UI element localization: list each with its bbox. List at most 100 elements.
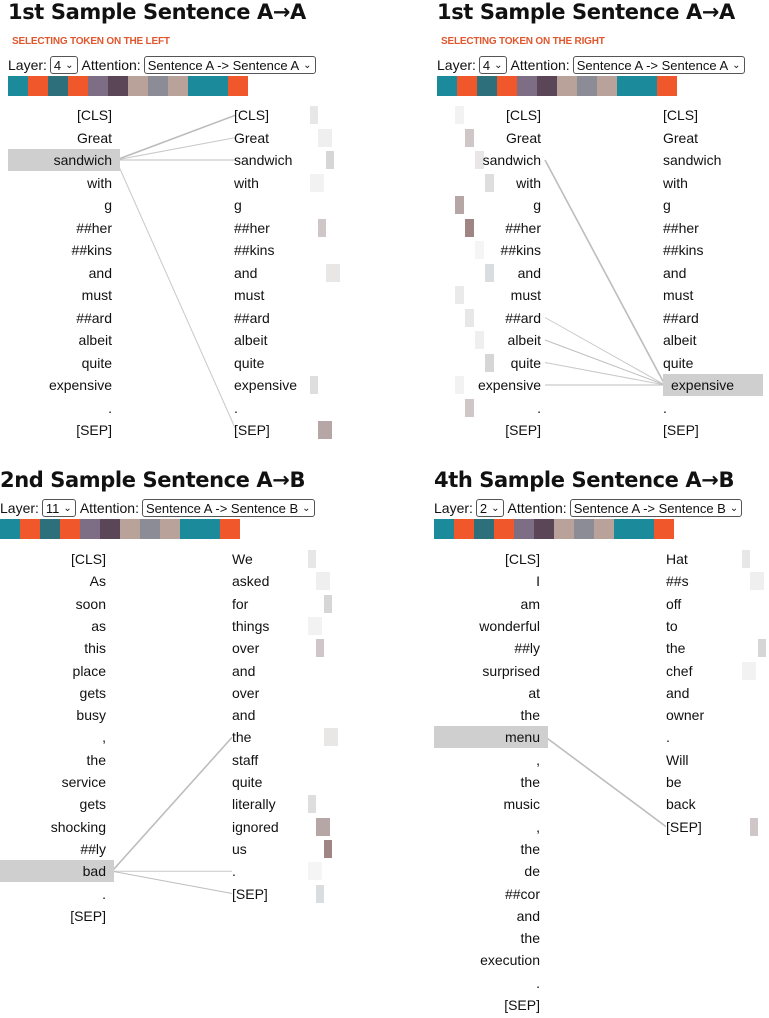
left-token[interactable]: music (503, 796, 540, 813)
left-token[interactable]: expensive (477, 377, 541, 393)
right-token[interactable]: us (232, 840, 247, 857)
head-swatch[interactable] (454, 519, 474, 539)
right-token[interactable]: must (234, 287, 265, 303)
layer-select[interactable]: 4⌄ (49, 56, 78, 74)
left-token[interactable]: g (104, 197, 112, 213)
left-token[interactable]: this (84, 640, 106, 657)
right-token[interactable]: and (234, 264, 258, 281)
right-token[interactable]: [CLS] (234, 107, 270, 123)
head-swatch[interactable] (8, 76, 28, 96)
left-token[interactable]: [CLS] (76, 107, 112, 123)
left-token[interactable]: ##her (505, 219, 541, 236)
head-swatch[interactable] (180, 519, 200, 539)
left-token[interactable]: [CLS] (505, 107, 541, 123)
left-token[interactable]: ##ard (76, 309, 112, 326)
left-token[interactable]: albeit (78, 332, 112, 348)
right-token[interactable]: the (666, 640, 686, 657)
head-swatch[interactable] (220, 519, 240, 539)
right-token[interactable]: . (666, 729, 670, 746)
left-token[interactable]: service (61, 774, 106, 790)
left-token[interactable]: ##kins (71, 242, 112, 258)
head-swatch[interactable] (128, 76, 148, 96)
left-token[interactable]: ##ard (505, 309, 541, 326)
left-token[interactable]: I (536, 573, 540, 590)
left-token[interactable]: Great (76, 129, 112, 146)
right-token[interactable]: for (232, 595, 249, 612)
head-swatch[interactable] (88, 76, 108, 96)
head-swatch[interactable] (594, 519, 614, 539)
head-swatch[interactable] (437, 76, 457, 96)
left-token[interactable]: must (510, 287, 541, 303)
right-token[interactable]: Will (666, 751, 689, 768)
left-token[interactable]: shocking (50, 818, 106, 835)
left-token[interactable]: the (520, 930, 540, 947)
right-token[interactable]: and (663, 264, 687, 281)
left-token[interactable]: ##ly (514, 640, 540, 657)
right-token[interactable]: [SEP] (234, 422, 270, 438)
left-token[interactable]: quite (81, 354, 112, 371)
right-token[interactable]: ##s (666, 573, 689, 590)
right-token[interactable]: ##her (234, 219, 270, 236)
left-token[interactable]: menu (434, 726, 548, 749)
head-swatch[interactable] (494, 519, 514, 539)
left-token[interactable]: [SEP] (70, 907, 106, 924)
left-token[interactable]: gets (79, 796, 106, 813)
head-swatch[interactable] (108, 76, 128, 96)
head-swatch[interactable] (60, 519, 80, 539)
head-swatch[interactable] (200, 519, 220, 539)
right-token[interactable]: asked (232, 573, 270, 590)
head-swatch[interactable] (48, 76, 68, 96)
left-token[interactable]: soon (75, 595, 106, 612)
head-swatch[interactable] (617, 76, 637, 96)
left-token[interactable]: [SEP] (505, 422, 541, 438)
left-token[interactable]: [SEP] (76, 422, 112, 438)
right-token[interactable]: over (232, 684, 260, 701)
right-token[interactable]: ##kins (234, 242, 275, 258)
left-token[interactable]: albeit (507, 332, 541, 348)
left-token[interactable]: [CLS] (70, 551, 106, 567)
right-token[interactable]: with (663, 174, 688, 191)
left-token[interactable]: sandwich (482, 152, 541, 168)
head-swatch[interactable] (168, 76, 188, 96)
right-token[interactable]: albeit (663, 332, 697, 348)
left-token[interactable]: ##her (76, 219, 112, 236)
left-token[interactable]: must (81, 287, 112, 303)
head-swatch[interactable] (0, 519, 20, 539)
head-swatch[interactable] (637, 76, 657, 96)
left-token[interactable]: the (520, 840, 540, 857)
left-token[interactable]: the (86, 751, 106, 768)
left-token[interactable]: quite (510, 354, 541, 371)
right-token[interactable]: chef (666, 662, 693, 679)
head-swatch[interactable] (148, 76, 168, 96)
left-token[interactable]: Great (505, 129, 541, 146)
right-token[interactable]: [SEP] (663, 422, 699, 438)
head-swatch[interactable] (434, 519, 454, 539)
right-token[interactable]: ##ard (663, 309, 699, 326)
right-token[interactable]: and (232, 707, 256, 724)
head-swatch[interactable] (514, 519, 534, 539)
right-token[interactable]: We (232, 551, 253, 567)
right-token[interactable]: quite (232, 774, 263, 790)
right-token[interactable]: over (232, 640, 260, 657)
left-token[interactable]: ##kins (500, 242, 541, 258)
left-token[interactable]: and (88, 264, 112, 281)
right-token[interactable]: sandwich (234, 152, 293, 168)
layer-select[interactable]: 2⌄ (475, 499, 504, 517)
left-token[interactable]: execution (480, 952, 540, 969)
head-swatch[interactable] (554, 519, 574, 539)
left-token[interactable]: bad (0, 860, 114, 883)
left-token[interactable]: am (520, 595, 540, 612)
head-swatch[interactable] (188, 76, 208, 96)
right-token[interactable]: Great (234, 129, 270, 146)
attention-select[interactable]: Sentence A -> Sentence B⌄ (569, 499, 743, 517)
head-swatch[interactable] (68, 76, 88, 96)
head-swatch[interactable] (634, 519, 654, 539)
head-swatch[interactable] (28, 76, 48, 96)
right-token[interactable]: g (234, 197, 242, 213)
right-token[interactable]: with (234, 174, 259, 191)
left-token[interactable]: , (536, 818, 540, 835)
right-token[interactable]: sandwich (663, 152, 722, 168)
head-swatch[interactable] (477, 76, 497, 96)
right-token[interactable]: literally (232, 796, 276, 813)
right-token[interactable]: g (663, 197, 671, 213)
